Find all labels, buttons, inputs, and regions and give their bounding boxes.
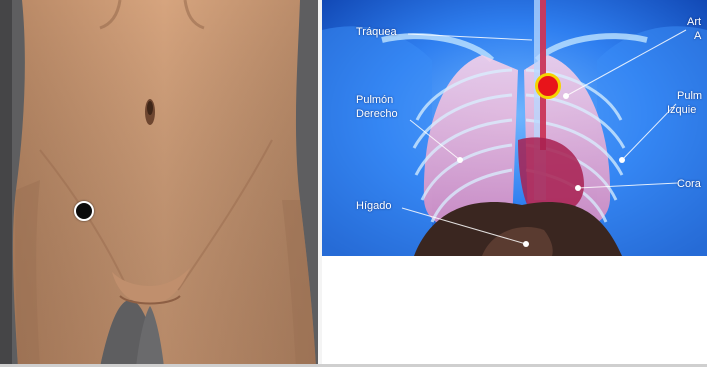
anatomy-image: Tráquea Pulmón Derecho Hígado Art A Pulm… bbox=[322, 0, 707, 256]
label-aorta-line2: A bbox=[694, 30, 701, 43]
label-right-lung-line1: Pulmón bbox=[356, 94, 393, 107]
label-right-lung-line2: Derecho bbox=[356, 108, 398, 121]
location-marker[interactable] bbox=[74, 201, 94, 221]
torso-illustration bbox=[0, 0, 318, 367]
label-left-lung-line2: Izquie bbox=[667, 104, 696, 117]
label-heart: Cora bbox=[677, 178, 701, 191]
label-liver: Hígado bbox=[356, 200, 391, 213]
torso-graphic bbox=[0, 0, 318, 367]
label-aorta-line1: Art bbox=[687, 16, 701, 29]
blank-area bbox=[322, 256, 707, 367]
label-left-lung-line1: Pulm bbox=[677, 90, 702, 103]
location-marker-red[interactable] bbox=[535, 73, 561, 99]
label-trachea: Tráquea bbox=[356, 26, 397, 39]
